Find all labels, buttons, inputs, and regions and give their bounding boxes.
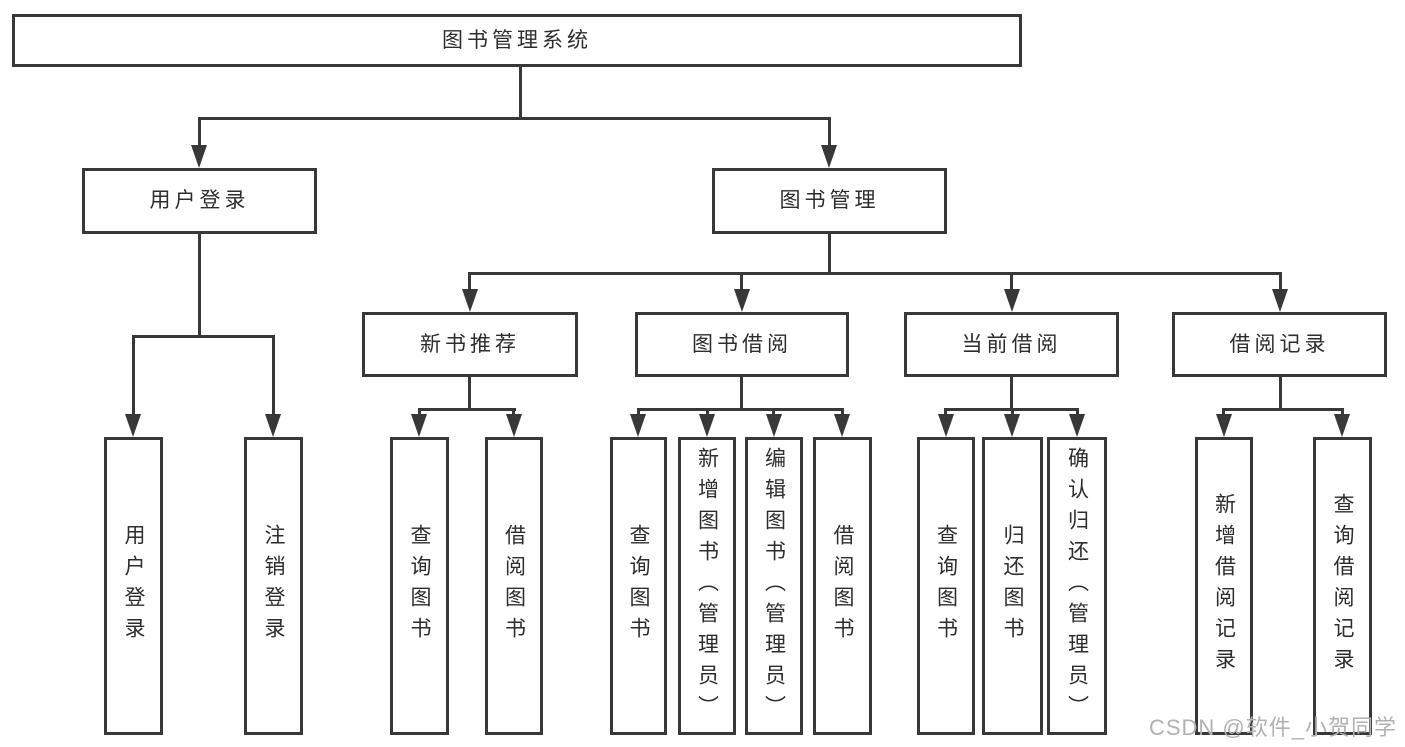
arrowhead-leaf bbox=[1069, 414, 1085, 437]
leaf-borrow-books: 借阅图书 bbox=[485, 437, 543, 735]
node-book-management: 图书管理 bbox=[712, 168, 947, 234]
arrowhead-current-borrow bbox=[1004, 289, 1020, 312]
watermark-text: CSDN @软件_小贺同学 bbox=[1148, 715, 1397, 740]
arrowhead-book-management bbox=[821, 145, 837, 168]
leaf-add-books-admin: 新增图书（管理员） bbox=[678, 437, 736, 735]
edge-drop-leaf bbox=[944, 408, 947, 417]
leaf-add-borrow-record: 新增借阅记录 bbox=[1195, 437, 1253, 735]
edge-drop-leaf-user-login bbox=[132, 335, 135, 414]
arrowhead-user-login bbox=[191, 145, 207, 168]
arrowhead-leaf bbox=[411, 414, 427, 437]
leaf-query-books: 查询图书 bbox=[917, 437, 975, 735]
edge-drop-leaf bbox=[1011, 408, 1014, 417]
arrowhead-leaf bbox=[1004, 414, 1020, 437]
edge-drop-leaf-logout bbox=[272, 335, 275, 414]
edge-drop-new-book-recommend bbox=[468, 272, 471, 292]
arrowhead-leaf bbox=[834, 414, 850, 437]
node-borrow-records: 借阅记录 bbox=[1172, 312, 1387, 377]
arrowhead-borrow-records bbox=[1272, 289, 1288, 312]
edge-current-borrow-stem bbox=[1010, 377, 1013, 408]
leaf-borrow-books: 借阅图书 bbox=[813, 437, 872, 735]
leaf-return-books: 归还图书 bbox=[982, 437, 1043, 735]
edge-drop-book-management bbox=[828, 117, 831, 151]
arrowhead-leaf bbox=[630, 414, 646, 437]
edge-book-management-split bbox=[469, 272, 1281, 275]
arrowhead-book-borrow bbox=[734, 289, 750, 312]
edge-drop-leaf bbox=[1341, 408, 1344, 417]
arrowhead-leaf bbox=[699, 414, 715, 437]
edge-drop-leaf bbox=[841, 408, 844, 417]
leaf-confirm-return-admin: 确认归还（管理员） bbox=[1047, 437, 1107, 735]
leaf-user-login: 用户登录 bbox=[104, 437, 163, 735]
edge-new-book-recommend-split bbox=[418, 408, 516, 411]
node-book-borrow: 图书借阅 bbox=[635, 312, 849, 377]
edge-drop-user-login bbox=[198, 117, 201, 151]
edge-drop-leaf bbox=[512, 408, 515, 417]
arrowhead-leaf-user-login bbox=[125, 414, 141, 437]
leaf-query-books: 查询图书 bbox=[610, 437, 667, 735]
edge-drop-leaf bbox=[637, 408, 640, 417]
edge-drop-leaf bbox=[418, 408, 421, 417]
node-new-book-recommend: 新书推荐 bbox=[362, 312, 578, 377]
edge-user-login-stem bbox=[198, 234, 201, 335]
edge-new-book-recommend-stem bbox=[468, 377, 471, 408]
arrowhead-leaf bbox=[766, 414, 782, 437]
edge-drop-borrow-records bbox=[1279, 272, 1282, 292]
arrowhead-new-book-recommend bbox=[462, 289, 478, 312]
edge-book-management-stem bbox=[828, 234, 831, 272]
node-user-login: 用户登录 bbox=[82, 168, 317, 234]
arrowhead-leaf bbox=[506, 414, 522, 437]
edge-root-split bbox=[198, 117, 831, 120]
arrowhead-leaf bbox=[1216, 414, 1232, 437]
edge-borrow-records-stem bbox=[1279, 377, 1282, 408]
edge-drop-book-borrow bbox=[740, 272, 743, 292]
edge-book-borrow-stem bbox=[740, 377, 743, 408]
node-root: 图书管理系统 bbox=[12, 14, 1022, 67]
edge-drop-leaf bbox=[1222, 408, 1225, 417]
edge-user-login-split bbox=[132, 335, 275, 338]
edge-root-stem bbox=[519, 66, 522, 117]
leaf-query-borrow-record: 查询借阅记录 bbox=[1313, 437, 1372, 735]
edge-book-borrow-split bbox=[637, 408, 844, 411]
leaf-query-books: 查询图书 bbox=[390, 437, 449, 735]
arrowhead-leaf bbox=[1334, 414, 1350, 437]
edge-drop-leaf bbox=[706, 408, 709, 417]
leaf-edit-books-admin: 编辑图书（管理员） bbox=[745, 437, 803, 735]
node-current-borrow: 当前借阅 bbox=[904, 312, 1119, 377]
edge-borrow-records-split bbox=[1222, 408, 1344, 411]
edge-drop-current-borrow bbox=[1010, 272, 1013, 292]
edge-drop-leaf bbox=[1076, 408, 1079, 417]
leaf-logout: 注销登录 bbox=[244, 437, 303, 735]
edge-drop-leaf bbox=[772, 408, 775, 417]
arrowhead-leaf bbox=[938, 414, 954, 437]
arrowhead-leaf-logout bbox=[265, 414, 281, 437]
